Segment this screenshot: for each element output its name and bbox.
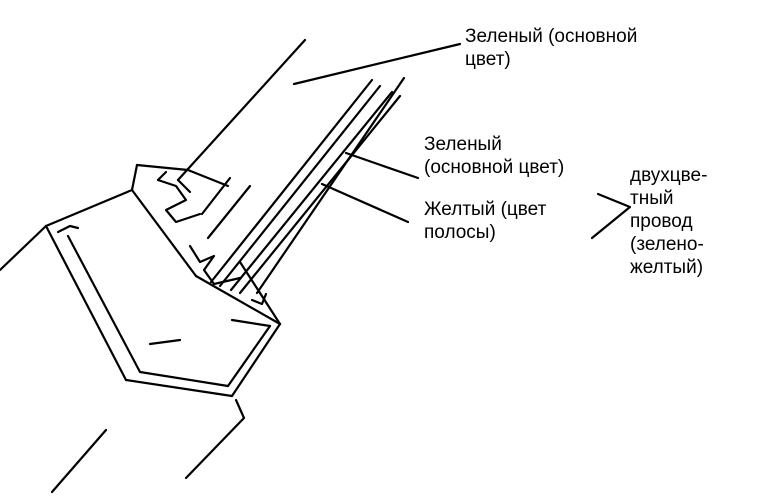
connector-housing [44,163,282,398]
outer-cable-sheath [176,38,406,295]
label-outer-green: Зеленый (основной цвет) [465,26,638,70]
terminal-slots [156,170,268,306]
inner-wires [200,78,402,295]
label-dual-wire: двухцве- тный провод (зелено- желтый) [630,165,708,278]
lower-housing [0,224,246,494]
label-yellow-stripe: Желтый (цвет полосы) [424,199,547,243]
label-inner-green: Зеленый (основной цвет) [424,134,565,178]
leader-lines [292,42,632,240]
